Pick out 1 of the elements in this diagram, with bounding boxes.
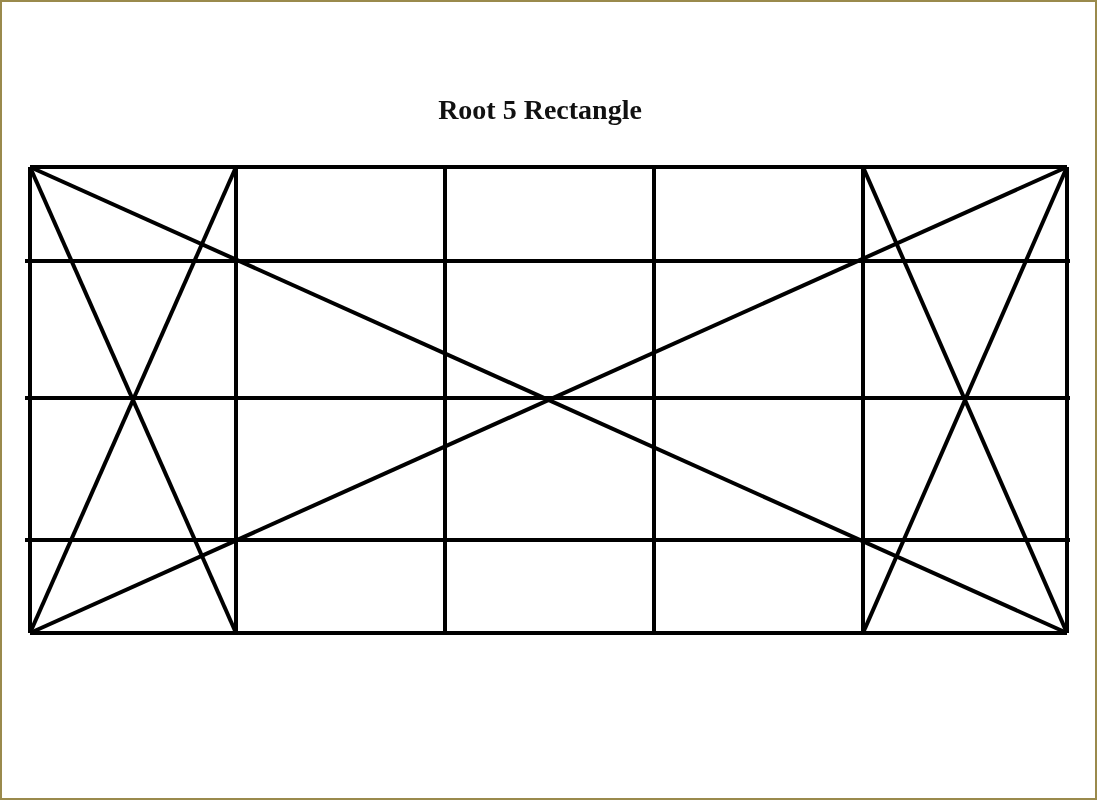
title: Root 5 Rectangle bbox=[438, 94, 642, 126]
